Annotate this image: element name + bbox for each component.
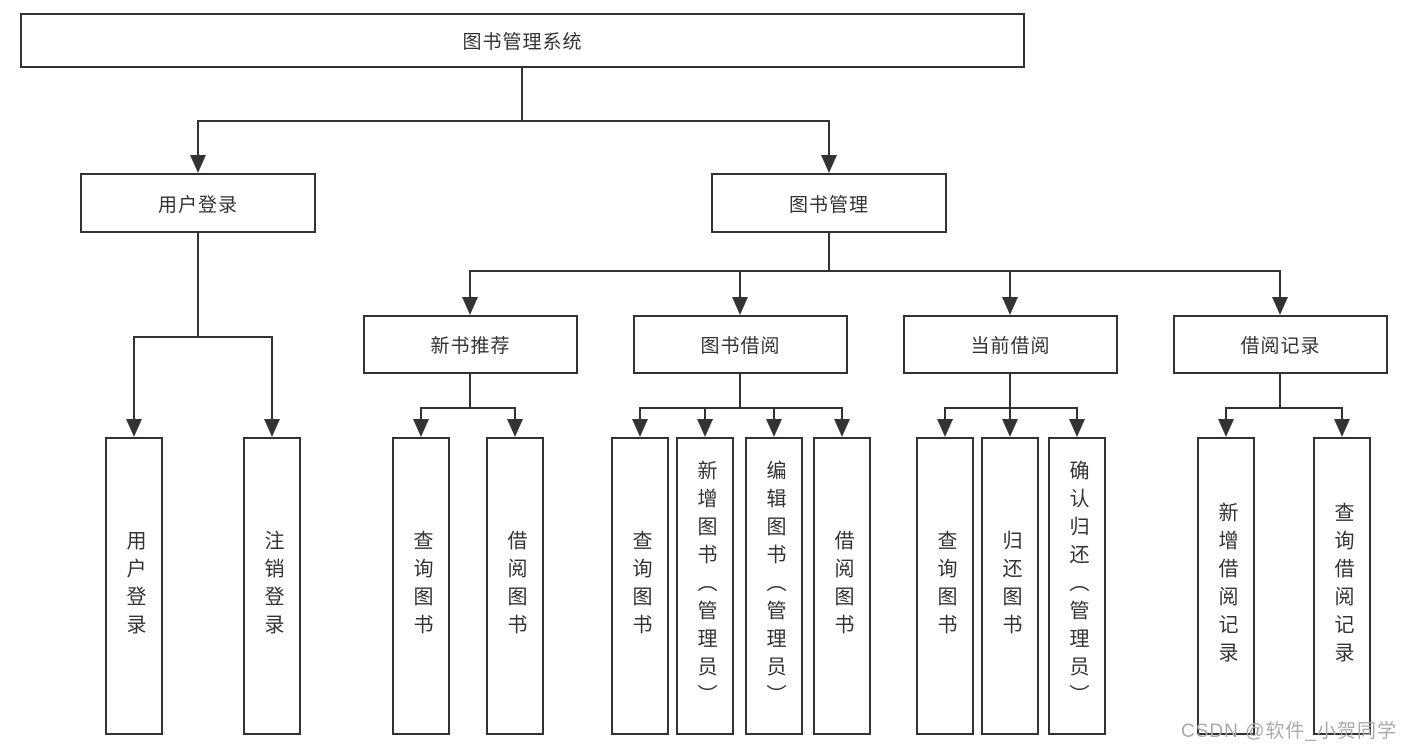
connector-branch: [944, 407, 1078, 409]
connector-drop: [133, 336, 135, 421]
arrowhead-down-icon: [632, 419, 648, 437]
node-borrow-books: 借阅图书: [813, 437, 871, 735]
arrowhead-down-icon: [834, 419, 850, 437]
node-return-books: 归还图书: [981, 437, 1039, 735]
node-label: 查询图书: [410, 530, 432, 642]
node-label: 用户登录: [157, 194, 238, 216]
node-query-books-borrow: 查询图书: [611, 437, 669, 735]
arrowhead-down-icon: [937, 419, 953, 437]
arrowhead-down-icon: [126, 419, 142, 437]
arrowhead-down-icon: [732, 297, 748, 315]
node-label: 借阅图书: [831, 530, 853, 642]
node-book-mgmt: 图书管理: [711, 173, 947, 233]
connector-drop: [841, 407, 843, 421]
arrowhead-down-icon: [1272, 297, 1288, 315]
connector-drop: [639, 407, 641, 421]
node-new-book-rec: 新书推荐: [363, 315, 578, 374]
connector-drop: [1279, 270, 1281, 299]
connector-drop: [1009, 270, 1011, 299]
node-borrow-records: 借阅记录: [1173, 315, 1388, 374]
connector-stem: [521, 68, 523, 122]
node-root: 图书管理系统: [20, 13, 1025, 68]
connector-drop: [469, 270, 471, 299]
connector-branch: [639, 407, 843, 409]
arrowhead-down-icon: [697, 419, 713, 437]
node-login: 用户登录: [105, 437, 163, 735]
node-label: 当前借阅: [970, 336, 1051, 357]
node-add-books: 新增图书（管理员）: [676, 437, 734, 735]
node-label: 图书借阅: [700, 336, 781, 357]
connector-stem: [197, 233, 199, 338]
connector-branch: [1225, 407, 1343, 409]
connector-drop: [1225, 407, 1227, 421]
connector-drop: [739, 270, 741, 299]
node-logout: 注销登录: [243, 437, 301, 735]
node-label: 图书管理: [788, 194, 869, 216]
node-label: 用户登录: [123, 530, 145, 642]
connector-drop: [197, 120, 199, 157]
arrowhead-down-icon: [462, 297, 478, 315]
connector-drop: [828, 120, 830, 157]
connector-branch: [469, 270, 1281, 272]
arrowhead-down-icon: [264, 419, 280, 437]
connector-drop: [1341, 407, 1343, 421]
arrowhead-down-icon: [1069, 419, 1085, 437]
arrowhead-down-icon: [507, 419, 523, 437]
node-label: 新书推荐: [430, 336, 511, 357]
node-query-books-current: 查询图书: [916, 437, 974, 735]
node-query-books-rec: 查询图书: [392, 437, 450, 735]
connector-drop: [1076, 407, 1078, 421]
connector-drop: [773, 407, 775, 421]
connector-drop: [420, 407, 422, 421]
connector-drop: [1009, 407, 1011, 421]
node-user-login: 用户登录: [80, 173, 316, 233]
node-label: 借阅图书: [504, 530, 526, 642]
node-label: 归还图书: [999, 530, 1021, 642]
node-label: 新增借阅记录: [1215, 502, 1237, 670]
connector-stem: [739, 374, 741, 409]
arrowhead-down-icon: [413, 419, 429, 437]
arrowhead-down-icon: [1002, 419, 1018, 437]
arrowhead-down-icon: [1002, 297, 1018, 315]
arrowhead-down-icon: [821, 155, 837, 173]
node-borrow-books-rec: 借阅图书: [486, 437, 544, 735]
arrowhead-down-icon: [766, 419, 782, 437]
node-label: 新增图书（管理员）: [694, 460, 716, 712]
connector-drop: [271, 336, 273, 421]
connector-branch: [420, 407, 516, 409]
node-label: 查询借阅记录: [1331, 502, 1353, 670]
node-label: 借阅记录: [1240, 336, 1321, 357]
node-confirm-return: 确认归还（管理员）: [1048, 437, 1106, 735]
connector-branch: [197, 120, 830, 122]
node-label: 查询图书: [934, 530, 956, 642]
node-label: 注销登录: [261, 530, 283, 642]
node-edit-books: 编辑图书（管理员）: [745, 437, 803, 735]
watermark: CSDN @软件_小贺同学: [1181, 721, 1397, 742]
node-label: 确认归还（管理员）: [1066, 460, 1088, 712]
connector-stem: [828, 233, 830, 272]
node-label: 编辑图书（管理员）: [763, 460, 785, 712]
connector-drop: [704, 407, 706, 421]
connector-branch: [133, 336, 273, 338]
arrowhead-down-icon: [1218, 419, 1234, 437]
arrowhead-down-icon: [1334, 419, 1350, 437]
connector-drop: [514, 407, 516, 421]
connector-stem: [1009, 374, 1011, 409]
connector-stem: [1279, 374, 1281, 409]
node-current-borrow: 当前借阅: [903, 315, 1118, 374]
connector-drop: [944, 407, 946, 421]
node-label: 查询图书: [629, 530, 651, 642]
node-book-borrow: 图书借阅: [633, 315, 848, 374]
node-add-borrow-record: 新增借阅记录: [1197, 437, 1255, 735]
node-label: 图书管理系统: [462, 32, 583, 53]
arrowhead-down-icon: [190, 155, 206, 173]
connector-stem: [469, 374, 471, 409]
node-query-borrow-record: 查询借阅记录: [1313, 437, 1371, 735]
